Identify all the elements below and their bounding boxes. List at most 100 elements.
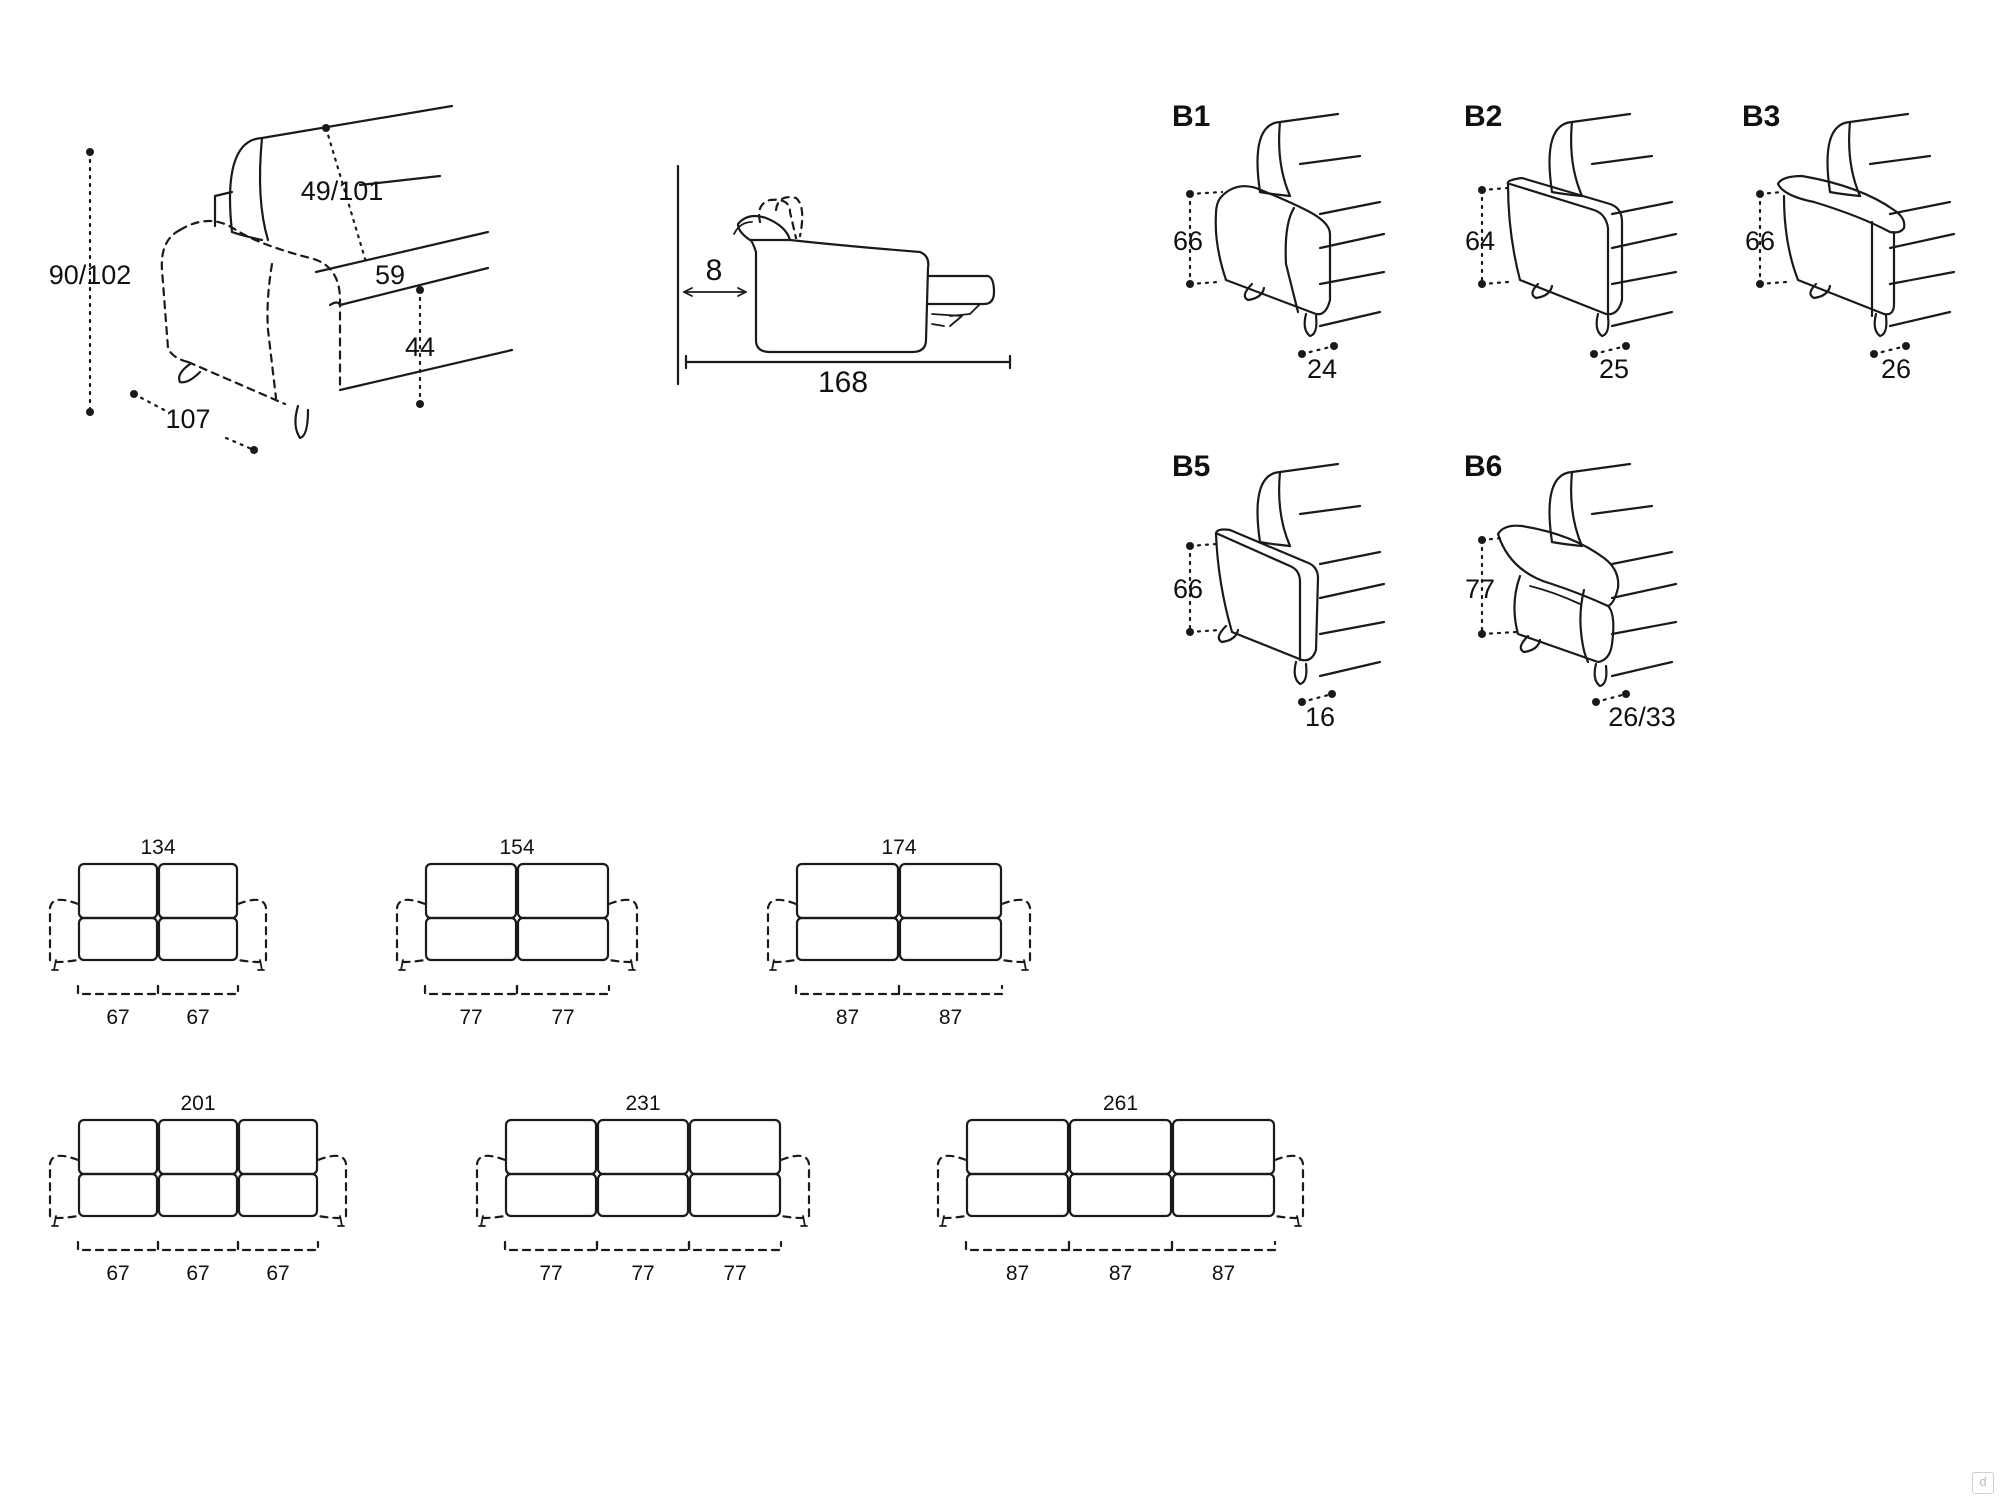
seat-dimension-bracket bbox=[687, 1240, 783, 1252]
seat-dimension-bracket bbox=[423, 984, 519, 996]
sofa-total-width: 154 bbox=[499, 836, 534, 859]
seat-dimension-bracket bbox=[156, 1240, 240, 1252]
sofa-backrest bbox=[77, 862, 159, 920]
armrest-b2: B2 64 25 bbox=[1464, 100, 1678, 384]
sofa-module: 201 67 67 67 bbox=[48, 1092, 348, 1285]
sofa-arm-left bbox=[48, 1154, 80, 1220]
sofa-foot bbox=[1021, 959, 1029, 971]
sofa-foot bbox=[1294, 1215, 1302, 1227]
sofa-arm-right bbox=[236, 898, 268, 964]
seat-width-label: 87 bbox=[939, 1006, 962, 1029]
sofa-foot bbox=[478, 1215, 486, 1227]
sofa-seat-cushion bbox=[688, 1172, 782, 1218]
seat-width-label: 67 bbox=[106, 1262, 129, 1285]
seat-dimension-bracket bbox=[503, 1240, 599, 1252]
armrest-b6-width: 26/33 bbox=[1608, 702, 1676, 732]
sofa-arm-right bbox=[1000, 898, 1032, 964]
seat-dimension-bracket bbox=[76, 1240, 160, 1252]
sofa-backrest bbox=[1068, 1118, 1173, 1176]
sofa-foot bbox=[628, 959, 636, 971]
sofa-seat-cushion bbox=[504, 1172, 598, 1218]
sofa-seat-cushion bbox=[1068, 1172, 1173, 1218]
armrest-b3-width: 26 bbox=[1881, 354, 1911, 384]
armrest-b6: B6 77 26/33 bbox=[1464, 450, 1678, 732]
sofa-seat-cushion bbox=[898, 916, 1003, 962]
sofa-seat-cushion bbox=[795, 916, 900, 962]
sofa-total-width: 201 bbox=[180, 1092, 215, 1115]
sofa-foot bbox=[939, 1215, 947, 1227]
armrest-b5-code: B5 bbox=[1172, 450, 1210, 483]
seat-width-label: 77 bbox=[459, 1006, 482, 1029]
seat-width-label: 67 bbox=[266, 1262, 289, 1285]
armrest-b1-code: B1 bbox=[1172, 100, 1210, 133]
seat-dimension-bracket bbox=[1067, 1240, 1174, 1252]
sofa-foot bbox=[257, 959, 265, 971]
sofa-seat-cushion bbox=[596, 1172, 690, 1218]
sofa-seat-cushion bbox=[1171, 1172, 1276, 1218]
overview-depth-label: 107 bbox=[165, 404, 210, 434]
side-view-drawing: 8 168 bbox=[676, 164, 1012, 399]
overview-height-label: 90/102 bbox=[49, 260, 132, 290]
seat-dimension-bracket bbox=[515, 984, 611, 996]
sofa-arm-left bbox=[475, 1154, 507, 1220]
sofa-arm-left bbox=[48, 898, 80, 964]
sofa-backrest bbox=[795, 862, 900, 920]
seat-dimension-bracket bbox=[897, 984, 1004, 996]
armrest-b2-code: B2 bbox=[1464, 100, 1502, 133]
armrest-b6-height: 77 bbox=[1465, 574, 1495, 604]
sofa-backrest bbox=[688, 1118, 782, 1176]
sofa-backrest bbox=[965, 1118, 1070, 1176]
armrest-b1-height: 66 bbox=[1173, 226, 1203, 256]
seat-dimension-bracket bbox=[156, 984, 240, 996]
sofa-arm-right bbox=[779, 1154, 811, 1220]
sofa-seat-cushion bbox=[516, 916, 610, 962]
side-gap-label: 8 bbox=[706, 254, 723, 287]
seat-width-label: 77 bbox=[723, 1262, 746, 1285]
seat-width-label: 67 bbox=[186, 1262, 209, 1285]
sofa-seat-cushion bbox=[77, 916, 159, 962]
seat-width-label: 77 bbox=[631, 1262, 654, 1285]
corner-badge-icon: d bbox=[1972, 1472, 1994, 1494]
sofa-arm-right bbox=[1273, 1154, 1305, 1220]
sofa-backrest bbox=[596, 1118, 690, 1176]
sofa-foot bbox=[51, 959, 59, 971]
armrest-b1: B1 66 24 bbox=[1172, 100, 1386, 384]
armrest-b3-height: 66 bbox=[1745, 226, 1775, 256]
seat-width-label: 87 bbox=[836, 1006, 859, 1029]
sofa-foot bbox=[51, 1215, 59, 1227]
sofa-backrest bbox=[77, 1118, 159, 1176]
armrest-b5-width: 16 bbox=[1305, 702, 1335, 732]
sofa-seat-cushion bbox=[157, 916, 239, 962]
seat-dimension-bracket bbox=[1170, 1240, 1277, 1252]
sofa-foot bbox=[398, 959, 406, 971]
sofa-seat-cushion bbox=[424, 916, 518, 962]
sofa-seat-cushion bbox=[77, 1172, 159, 1218]
sofa-seat-cushion bbox=[965, 1172, 1070, 1218]
armrest-b6-code: B6 bbox=[1464, 450, 1502, 483]
sofa-arm-left bbox=[766, 898, 798, 964]
armrest-b3: B3 66 26 bbox=[1742, 100, 1956, 384]
seat-dimension-bracket bbox=[964, 1240, 1071, 1252]
sofa-arm-left bbox=[395, 898, 427, 964]
armrest-b5-height: 66 bbox=[1173, 574, 1203, 604]
sofa-backrest bbox=[898, 862, 1003, 920]
sofa-backrest bbox=[157, 1118, 239, 1176]
sofa-total-width: 231 bbox=[625, 1092, 660, 1115]
armrest-b2-width: 25 bbox=[1599, 354, 1629, 384]
sofa-backrest bbox=[424, 862, 518, 920]
sofa-total-width: 174 bbox=[881, 836, 916, 859]
sofa-total-width: 134 bbox=[140, 836, 175, 859]
seat-width-label: 87 bbox=[1212, 1262, 1235, 1285]
sofa-foot bbox=[800, 1215, 808, 1227]
sofa-module: 174 87 87 bbox=[766, 836, 1032, 1029]
armrest-b5: B5 66 16 bbox=[1172, 450, 1386, 732]
armrest-b3-code: B3 bbox=[1742, 100, 1780, 133]
armrest-b2-height: 64 bbox=[1465, 226, 1495, 256]
sofa-backrest bbox=[504, 1118, 598, 1176]
sofa-arm-left bbox=[936, 1154, 968, 1220]
sofa-backrest bbox=[157, 862, 239, 920]
